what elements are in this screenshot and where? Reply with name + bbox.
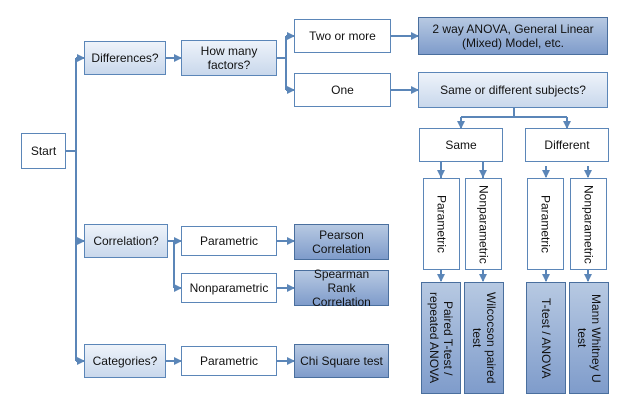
node-paired-t-test-label: Paired T-test / repeated ANOVA [427,292,455,384]
edge-same-split [440,162,484,178]
node-corr-parametric: Parametric [181,226,277,256]
node-diff-parametric-label: Parametric [538,194,553,253]
node-two-or-more: Two or more [294,19,391,53]
node-cat-parametric: Parametric [181,346,277,376]
node-two-way-anova: 2 way ANOVA, General Linear (Mixed) Mode… [418,17,608,55]
node-spearman: Spearman Rank Correlation [294,267,389,309]
edge-how-split [277,36,287,90]
node-t-test-anova: T-test / ANOVA [526,282,566,394]
node-corr-nonparametric: Nonparametric [181,273,277,303]
node-one: One [294,73,391,107]
node-different: Different [525,128,609,162]
node-same-nonparametric: Nonparametric [465,178,502,270]
node-differences: Differences? [84,41,166,75]
node-pearson: Pearson Correlation [294,224,389,260]
edge-start-trunk [66,58,77,361]
edge-corr-split [168,240,175,288]
node-chi-square: Chi Square test [294,344,389,378]
node-mann-whitney-label: Mann Whitney U test [575,293,603,383]
node-diff-nonparametric: Nonparametric [570,178,607,270]
node-wilcoxon: Wilcocson paired test [464,282,504,394]
node-start: Start [21,133,66,169]
node-same-nonparametric-label: Nonparametric [476,184,491,264]
node-diff-nonparametric-label: Nonparametric [581,184,596,264]
node-same: Same [419,128,503,162]
node-same-or-different: Same or different subjects? [418,72,608,108]
node-wilcoxon-label: Wilcocson paired test [470,292,498,384]
node-how-many-factors: How many factors? [181,40,277,76]
node-same-parametric: Parametric [423,178,460,270]
node-t-test-anova-label: T-test / ANOVA [539,297,553,379]
node-paired-t-test: Paired T-test / repeated ANOVA [421,282,461,394]
node-diff-parametric: Parametric [527,178,564,270]
node-correlation: Correlation? [84,224,168,258]
node-categories: Categories? [84,344,166,378]
node-same-parametric-label: Parametric [434,194,449,253]
edge-sod-split [461,108,567,118]
node-mann-whitney: Mann Whitney U test [569,282,609,394]
